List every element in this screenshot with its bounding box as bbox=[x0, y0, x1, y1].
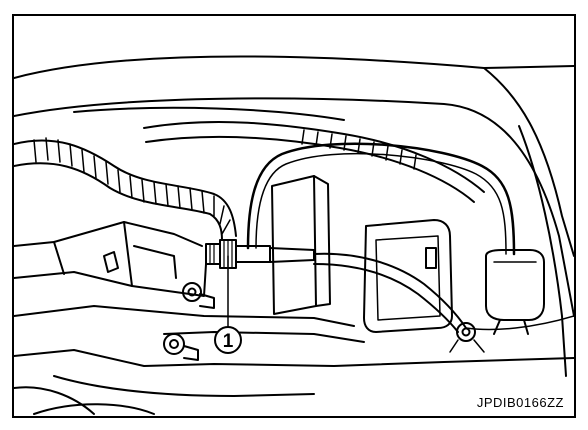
mount-plate bbox=[271, 175, 317, 315]
figure-reference-code: JPDIB0166ZZ bbox=[476, 395, 564, 410]
harness-connector bbox=[485, 249, 545, 321]
hose-lower-left bbox=[14, 386, 95, 415]
callout-number: 1 bbox=[223, 331, 234, 352]
ground-bolt-center bbox=[461, 327, 471, 337]
dash-panel-opening bbox=[363, 219, 453, 333]
right-edge-panel bbox=[518, 125, 567, 377]
sensor bbox=[205, 239, 315, 269]
engine-rib-2 bbox=[133, 245, 177, 279]
engine-block-face bbox=[123, 221, 207, 297]
callout-circle bbox=[214, 326, 242, 354]
harness-upper-right-2 bbox=[145, 135, 475, 203]
hood-panel-lower bbox=[14, 97, 574, 317]
bolt-1 bbox=[182, 282, 215, 309]
mount-plate-edge bbox=[313, 175, 331, 307]
harness-tube-upper bbox=[14, 139, 237, 237]
lower-harness bbox=[313, 252, 467, 329]
bolt-2 bbox=[163, 333, 199, 361]
small-clip bbox=[425, 247, 437, 269]
engine-stud bbox=[103, 251, 119, 273]
ground-wire bbox=[465, 315, 574, 331]
engine-rib-1 bbox=[53, 241, 65, 275]
engine-block-front bbox=[14, 271, 133, 287]
hood-panel-outer bbox=[14, 55, 574, 79]
harness-corrugation bbox=[33, 137, 231, 235]
fender-right bbox=[483, 67, 574, 257]
hood-panel-inner bbox=[73, 106, 345, 121]
ground-terminal bbox=[449, 339, 485, 353]
ground-bolt bbox=[456, 322, 476, 342]
dash-panel-inner bbox=[375, 235, 441, 321]
harness-upper-right bbox=[143, 121, 485, 193]
sensor-harness-loop bbox=[246, 142, 516, 256]
hose-lower-left-2 bbox=[33, 403, 155, 415]
lower-harness-2 bbox=[313, 263, 459, 333]
sensor-harness-loop-inner bbox=[255, 152, 507, 255]
engine-bay-illustration: 1 bbox=[14, 55, 574, 415]
engine-lower bbox=[14, 305, 355, 327]
engine-lower-2 bbox=[14, 349, 574, 367]
harness-tube-lower bbox=[14, 162, 223, 241]
engine-block-top bbox=[14, 221, 203, 247]
oil-pan bbox=[53, 375, 315, 397]
illustration-frame: 1 JPDIB0166ZZ bbox=[12, 14, 576, 418]
engine-lower-3 bbox=[163, 331, 365, 343]
